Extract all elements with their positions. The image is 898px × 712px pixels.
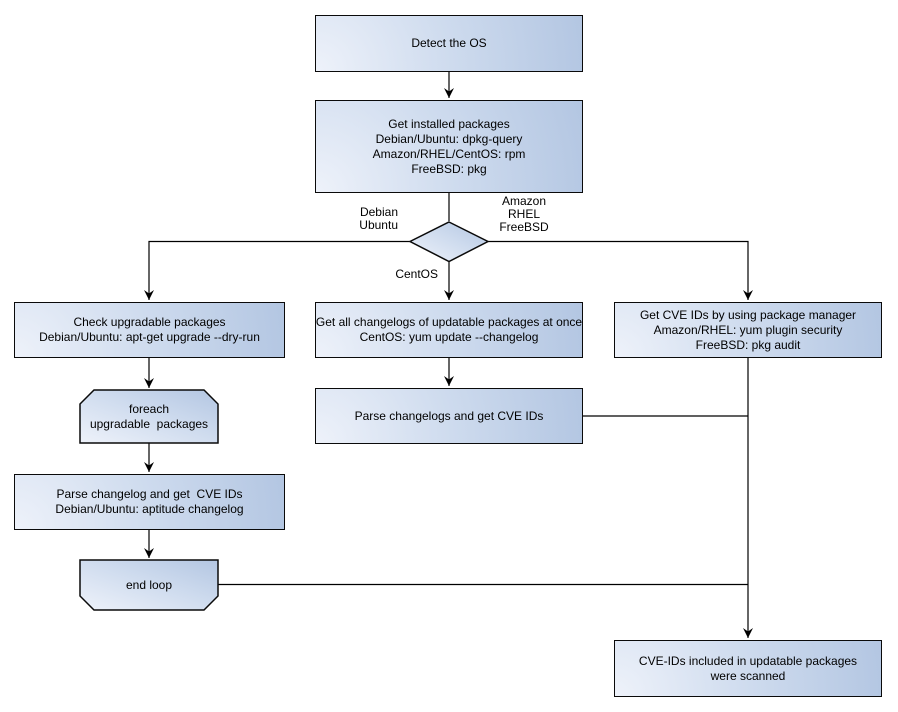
foreach-loop-shape xyxy=(79,389,219,444)
node-foreach-loop: foreach upgradable packages xyxy=(80,390,218,443)
node-text-line: upgradable packages xyxy=(89,416,209,431)
node-text-line: Amazon/RHEL: yum plugin security xyxy=(653,322,843,337)
node-text-line: FreeBSD: pkg xyxy=(411,161,487,176)
node-parse-changelog-aptitude: Parse changelog and get CVE IDs Debian/U… xyxy=(14,474,285,530)
edge-label-line: Debian xyxy=(359,205,398,219)
node-text-line: Get all changelogs of updatable packages… xyxy=(315,315,583,329)
node-get-cve-ids-package-manager: Get CVE IDs by using package manager Ama… xyxy=(614,302,882,358)
node-text-line: Debian/Ubuntu: aptitude changelog xyxy=(55,502,244,516)
node-cve-ids-scanned: CVE-IDs included in updatable packages w… xyxy=(614,640,882,697)
edge-label-line: FreeBSD xyxy=(499,220,549,234)
edge-label-amazon-rhel-freebsd: Amazon RHEL FreeBSD xyxy=(492,195,556,234)
node-parse-changelogs: Parse changelogs and get CVE IDs xyxy=(315,388,583,444)
edge-decision-to-get-cve-ids xyxy=(488,240,753,300)
node-text-line: Check upgradable packages xyxy=(73,315,226,329)
node-check-upgradable-packages: Check upgradable packages Debian/Ubuntu:… xyxy=(14,302,285,358)
node-text-line: were scanned xyxy=(710,668,786,683)
node-text-line: Debian/Ubuntu: apt-get upgrade --dry-run xyxy=(39,330,260,344)
edge-label-debian-ubuntu: Debian Ubuntu xyxy=(338,206,398,232)
node-text-line: Get CVE IDs by using package manager xyxy=(639,307,857,322)
node-get-installed-packages: Get installed packages Debian/Ubuntu: dp… xyxy=(315,100,583,193)
edge-label-line: Amazon xyxy=(501,194,547,208)
end-loop-shape xyxy=(79,559,219,611)
edge-label-centos: CentOS xyxy=(380,268,438,281)
node-text-line: Get installed packages xyxy=(388,116,510,131)
node-text-line: Amazon/RHEL/CentOS: rpm xyxy=(372,146,526,161)
node-text-line: Detect the OS xyxy=(411,36,487,50)
node-end-loop: end loop xyxy=(80,560,218,610)
node-text-line: FreeBSD: pkg audit xyxy=(695,337,801,352)
edge-decision-to-check-upgradable xyxy=(144,240,410,300)
node-text-line: CVE-IDs included in updatable packages xyxy=(638,653,858,668)
node-text-line: Debian/Ubuntu: dpkg-query xyxy=(375,131,523,146)
node-detect-os: Detect the OS xyxy=(315,15,583,72)
node-text-line: end loop xyxy=(125,577,173,592)
node-text-line: Parse changelog and get CVE IDs xyxy=(56,487,243,501)
edge-label-line: RHEL xyxy=(507,207,540,221)
decision-diamond xyxy=(408,221,490,263)
node-text-line: foreach xyxy=(128,401,170,416)
node-text-line: CentOS: yum update --changelog xyxy=(359,330,539,344)
edge-label-line: CentOS xyxy=(395,267,438,281)
node-text-line: Parse changelogs and get CVE IDs xyxy=(354,408,544,423)
node-get-all-changelogs: Get all changelogs of updatable packages… xyxy=(315,302,583,358)
edge-label-line: Ubuntu xyxy=(359,218,398,232)
